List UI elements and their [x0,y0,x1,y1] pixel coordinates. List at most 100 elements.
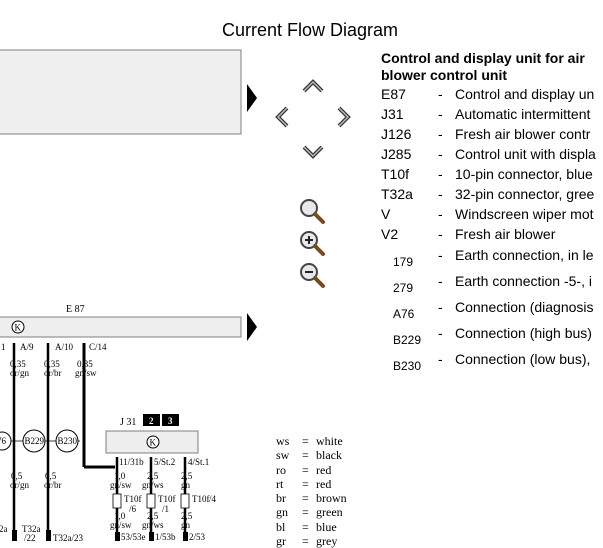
color-eq: = [302,462,309,477]
zoom-fit-button[interactable] [298,197,326,225]
e87-pin-3: C/14 [89,342,107,352]
color-row: sw = black [276,448,347,462]
legend-item-code: J126 [381,126,412,142]
wire-mid-1-color: or/br [44,480,62,490]
legend-item-code: T32a [381,186,413,202]
scroll-right-arrow-upper[interactable] [247,84,257,112]
legend-heading-line1: Control and display unit for air [381,50,585,66]
color-eq: = [302,476,309,491]
legend-item-desc: Connection (low bus), [455,351,591,367]
color-code: gr [276,534,286,548]
t10f-connector-2-pin: /4 [209,494,217,504]
color-eq: = [302,448,309,463]
color-name: green [316,505,343,520]
bottom-pin-2: 2/53 [189,532,206,541]
color-name: grey [316,534,338,548]
legend-item-dash: - [438,226,443,242]
pan-down-button[interactable] [300,138,326,164]
color-row: br=brown [276,491,347,505]
pan-left-button[interactable] [270,104,296,130]
wire-bottom-2-color: gn [181,520,191,530]
zoom-in-button[interactable] [298,229,326,257]
legend-item-code: 279 [393,281,414,295]
wire-top-0-size: 0,35 [10,359,26,369]
t10f-connector-1-pin: /1 [162,504,169,514]
j31-pin-2: 4/St.1 [188,457,209,467]
t32a-connector-1-pin: /22 [24,533,36,541]
t10f-connector-0-label: T10f [124,494,142,504]
legend-item-code: J31 [381,106,404,122]
wire-j31-0-size: 1,0 [114,471,126,481]
color-code: sw [276,448,290,463]
circuit-diagram[interactable]: E 87 K 1 A/9 A/10 C/14 0,35 or/gn 0,35 o… [0,0,270,541]
color-name: red [316,476,332,491]
wire-j31-1-size: 2,5 [147,471,159,481]
color-name: red [316,462,332,477]
bottom-pin-1: 1/53b [155,532,176,541]
connection-node-b229-label: B229 [25,436,45,446]
legend-item-code: T10f [381,166,410,182]
zoom-out-icon [300,263,325,288]
legend-item-dash: - [438,299,443,315]
wire-bottom-0-color: gn/sw [110,520,132,530]
connection-node-a76-label: 76 [0,436,7,446]
color-code: ro [276,462,286,477]
wire-mid-0-size: 0,5 [11,471,23,481]
color-code: ws [276,434,290,448]
chevron-left-icon [275,106,289,128]
legend-item-code: A76 [393,307,415,321]
wire-j31-2-size: 2,5 [181,471,193,481]
upper-component-box [0,49,242,135]
triangle-right-icon [247,313,257,341]
pan-right-button[interactable] [330,104,356,130]
legend-item-desc: Automatic intermittent [455,106,591,122]
legend-item-desc: Earth connection -5-, i [455,273,592,289]
legend-item-desc: 10-pin connector, blue [455,166,593,182]
color-name: black [316,448,342,463]
legend-item-code: E87 [381,86,406,102]
wire-bottom-0-size: 1,0 [114,511,126,521]
chevron-up-icon [302,79,324,93]
pan-up-button[interactable] [300,74,326,100]
scroll-right-arrow-lower[interactable] [247,313,257,341]
e87-component-bar [0,316,242,338]
color-eq: = [302,505,309,520]
wire-top-2-color: gn/sw [75,368,97,378]
page-title: Current Flow Diagram [221,20,399,40]
color-row: ws=white [276,434,347,448]
color-eq: = [302,491,309,506]
legend-item-code: B230 [393,359,422,373]
e87-pin-0: 1 [1,342,6,352]
legend-item-desc: Fresh air blower [455,226,556,242]
legend-item-desc: Connection (high bus) [455,325,592,341]
legend-item-dash: - [438,247,443,263]
color-name: brown [316,491,347,506]
color-code: rt [276,476,284,491]
j31-badge-2 [143,414,160,426]
e87-k-letter: K [15,323,22,333]
wire-mid-0-color: or/gn [10,480,29,490]
wire-bottom-2-size: 2,5 [181,511,193,521]
wire-top-0-color: or/gn [10,368,29,378]
t32a-connector-1-label: T32a [22,524,41,534]
legend-item-code: V2 [381,226,399,242]
color-row: ro = red [276,463,347,477]
e87-pin-2: A/10 [55,342,74,352]
chevron-down-icon [302,145,324,159]
color-eq: = [302,434,309,448]
wire-j31-1-color: gn/ws [142,480,164,490]
wire-top-1-color: or/br [44,368,62,378]
connection-node-a76 [0,431,12,451]
color-row: gn=green [276,505,347,519]
zoom-in-icon [300,231,325,256]
connection-node-b229 [22,429,46,453]
legend-heading-line2: blower control unit [381,67,507,83]
legend-item-dash: - [438,186,443,202]
legend-item-desc: Connection (diagnosis [455,299,594,315]
e87-label: E 87 [66,304,85,315]
chevron-right-icon [337,106,351,128]
legend-item-dash: - [438,86,443,102]
legend-item-dash: - [438,166,443,182]
wire-bottom-1-size: 2,5 [147,511,159,521]
zoom-out-button[interactable] [298,261,326,289]
